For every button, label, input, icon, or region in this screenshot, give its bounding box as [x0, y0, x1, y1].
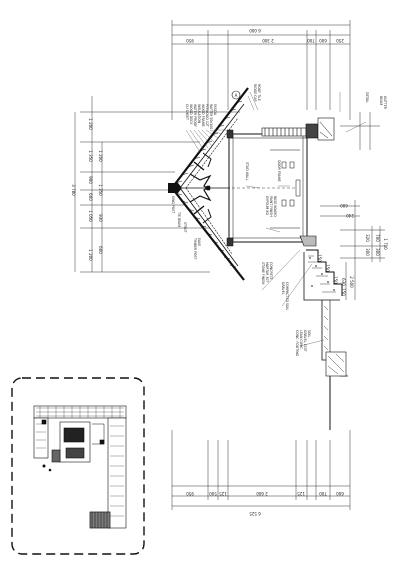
- left-dim-6: 1 200: [88, 249, 93, 261]
- footing-note-3: GRAVEL 150T: [303, 330, 307, 352]
- bottom-dim-5: 125: [297, 491, 305, 496]
- left-dim-3: 900: [88, 176, 93, 184]
- top-dim-2: 2 300: [262, 38, 274, 43]
- roof-note-8: FASCIA: [213, 104, 217, 116]
- top-dim-5: 250: [336, 38, 344, 43]
- wall-note-5: DOOR FRAME: [277, 160, 281, 182]
- top-dim-4: 600: [319, 38, 327, 43]
- eave-notes: TIMBER POST EAVE: [193, 237, 201, 260]
- mid-dim-3: 930: [98, 214, 103, 222]
- roof-truss: [182, 152, 230, 224]
- foundation-note-1: STONE FINISH: [261, 262, 265, 285]
- bottom-dim-2: 500: [209, 491, 217, 496]
- bottom-dimension-text: 6 525 950 500 125 2 600 125 700 600: [186, 491, 344, 516]
- foundation-notes: STONE FINISH MORTAR 30T CONCRETE GRAVEL …: [261, 262, 289, 310]
- bottom-dim-7: 600: [336, 491, 344, 496]
- wall-notes: STUD WALL GYPSUM BD PAINT FINISH BASE BO…: [245, 160, 281, 217]
- roof-note-1: CU SHEET: [185, 104, 189, 120]
- truss-note-1: KING POST: [171, 196, 175, 213]
- footing-notes: CONC. FOOTING LEAN CONC. GRAVEL 150T SOI…: [295, 330, 311, 356]
- right-note-3: GUTTER: [383, 96, 387, 110]
- wall-note-3: PAINT FINISH: [269, 196, 273, 217]
- left-dimension-text: 3 780 1 200 1 350 900 600 1 050 1 200 1 …: [71, 118, 103, 261]
- foundation-note-3: CONCRETE: [269, 262, 273, 280]
- left-dimension-chain: [74, 96, 240, 273]
- right-dim-7: 1 700: [383, 238, 388, 250]
- top-dim-1: 950: [186, 38, 194, 43]
- right-dim-6: 300: [375, 248, 380, 256]
- left-dim-1: 1 200: [88, 118, 93, 130]
- wall-note-1: STUD WALL: [245, 162, 249, 181]
- right-note-2: BEAM: [379, 96, 383, 105]
- eave-note-2: EAVE: [197, 238, 201, 246]
- wall-elements: [270, 149, 301, 229]
- ridge-note-1: RIDGE CAP: [253, 84, 257, 102]
- bottom-dim-3: 125: [219, 491, 227, 496]
- truss-notes: KING POST TIE BEAM STRUT: [171, 196, 187, 233]
- foundation-note-2: MORTAR 30T: [265, 262, 269, 282]
- right-note-1: DETAIL: [365, 92, 369, 103]
- foundation-note-4: GRAVEL: [281, 282, 285, 295]
- mid-dim-4: 600: [98, 246, 103, 254]
- section-tag: A: [235, 93, 238, 98]
- leader-lines: [185, 91, 367, 347]
- left-dim-2: 1 350: [88, 150, 93, 162]
- bottom-total-dim: 6 525: [249, 511, 261, 516]
- left-dim-4: 600: [88, 193, 93, 201]
- step-dim-2: 150: [325, 264, 330, 272]
- footing-note-4: SOIL: [307, 330, 311, 337]
- truss-note-3: STRUT: [183, 222, 187, 233]
- roof-note-5: WOOD FRAME: [201, 104, 205, 127]
- roof-note-7: RAFTER 50x100: [209, 104, 213, 129]
- eave-upper: [261, 117, 335, 141]
- wall-note-4: BASE BOARD: [273, 196, 277, 217]
- top-dimension-text: 6 000 950 2 300 700 600 250: [186, 28, 344, 43]
- key-plan-drawing: [33, 405, 127, 529]
- bottom-dim-1: 950: [186, 491, 194, 496]
- mid-dim-1: 1 200: [98, 150, 103, 162]
- truss-note-2: TIE BEAM: [177, 211, 181, 227]
- footing-note-1: CONC. FOOTING: [295, 330, 299, 356]
- key-plan: [11, 377, 145, 555]
- building-walls: [226, 129, 308, 247]
- bottom-dimension-chain: [171, 430, 351, 510]
- foundation-note-5: COMPACTED SOIL: [285, 282, 289, 310]
- right-dim-5: 700: [375, 234, 380, 242]
- right-dim-4: 300: [365, 248, 370, 256]
- top-dimension-chain: [171, 20, 351, 120]
- roof-note-6: PLYWOOD 12T: [205, 104, 209, 127]
- step-dim-1: 150: [317, 254, 322, 262]
- foundation-steps: [299, 235, 343, 301]
- misc-dim-1: 2 500: [349, 276, 354, 288]
- roof-note-3: WATER PROOF: [193, 104, 197, 127]
- ground-slab: [321, 300, 348, 430]
- right-dim-1: 600: [340, 203, 348, 208]
- step-dim-3: 150: [333, 276, 338, 284]
- top-dim-3: 700: [307, 38, 315, 43]
- ridge-note-2: ROOF TILE: [257, 84, 261, 101]
- mid-dim-2: 1 350: [98, 184, 103, 196]
- left-dim-5: 1 050: [88, 210, 93, 222]
- footing-note-2: LEAN CONC.: [299, 330, 303, 350]
- right-dim-3: 320: [365, 234, 370, 242]
- right-notes: DETAIL BEAM GUTTER: [365, 92, 387, 110]
- misc-dim-2: 630: [341, 278, 346, 286]
- right-dimension-text: 600 240 320 300 700 300 1 700 2 500 630 …: [317, 203, 388, 296]
- right-dimension-chain: [320, 112, 385, 300]
- roof-notes: CU SHEET WOOD DECK WATER PROOF INSULATIO…: [185, 104, 217, 129]
- roof-note-4: INSULATION: [197, 104, 201, 124]
- roof-note-2: WOOD DECK: [189, 104, 193, 125]
- bottom-dim-6: 700: [319, 491, 327, 496]
- ridge-cap: [168, 183, 182, 193]
- bottom-dim-4: 2 600: [256, 491, 268, 496]
- ridge-notes: RIDGE CAP ROOF TILE: [253, 84, 261, 102]
- step-dim-4: 150: [341, 288, 346, 296]
- eave-note-1: TIMBER POST: [193, 237, 197, 260]
- left-height-dim: 3 780: [71, 184, 76, 196]
- top-total-dim: 6 000: [249, 28, 261, 33]
- section-marker: A: [231, 90, 241, 100]
- right-dim-2: 240: [346, 213, 354, 218]
- wall-note-2: GYPSUM BD: [265, 196, 269, 215]
